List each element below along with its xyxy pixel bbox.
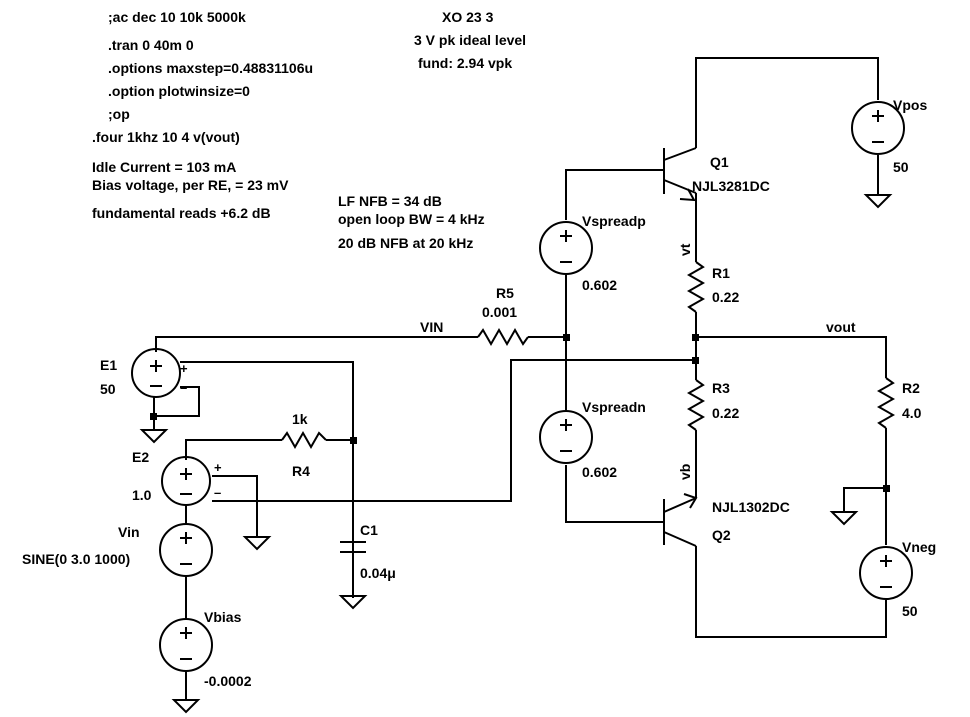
r2-name: R2 xyxy=(902,380,920,396)
net-label-vb: vb xyxy=(677,464,693,480)
e2-pin-minus: – xyxy=(214,485,221,500)
source-vbias[interactable] xyxy=(159,618,213,672)
vpos-value: 50 xyxy=(893,159,909,175)
vneg-value: 50 xyxy=(902,603,918,619)
note-open-loop: open loop BW = 4 kHz xyxy=(338,211,485,227)
note-nfb-20k: 20 dB NFB at 20 kHz xyxy=(338,235,473,251)
e2-value: 1.0 xyxy=(132,487,152,503)
junction-vin xyxy=(563,334,570,341)
ground-symbols xyxy=(139,194,893,714)
junction-feedback xyxy=(692,357,699,364)
r4-value: 1k xyxy=(292,411,308,427)
q2-name: Q2 xyxy=(712,527,731,543)
note-level: 3 V pk ideal level xyxy=(414,32,526,48)
r1-value: 0.22 xyxy=(712,289,739,305)
note-lf-nfb: LF NFB = 34 dB xyxy=(338,193,442,209)
c1-name: C1 xyxy=(360,522,378,538)
junction-r4-c1 xyxy=(350,437,357,444)
ground-c1 xyxy=(338,595,368,610)
e2-name: E2 xyxy=(132,449,149,465)
vbias-name: Vbias xyxy=(204,609,242,625)
directive-tran: .tran 0 40m 0 xyxy=(108,37,194,53)
vpos-name: Vpos xyxy=(893,97,927,113)
source-vneg[interactable] xyxy=(859,546,913,600)
resistor-r3[interactable] xyxy=(686,379,706,431)
c1-value: 0.04μ xyxy=(360,565,396,581)
ground-e2 xyxy=(242,536,272,551)
vspreadp-name: Vspreadp xyxy=(582,213,646,229)
vin-value: SINE(0 3.0 1000) xyxy=(22,551,130,567)
r3-name: R3 xyxy=(712,380,730,396)
note-idle-current: Idle Current = 103 mA xyxy=(92,159,236,175)
source-vin[interactable] xyxy=(159,523,213,577)
vin-name: Vin xyxy=(118,524,140,540)
resistor-r1[interactable] xyxy=(686,261,706,313)
vneg-name: Vneg xyxy=(902,539,936,555)
junction-e1-ground xyxy=(150,413,157,420)
e1-value: 50 xyxy=(100,381,116,397)
source-vspreadn[interactable] xyxy=(539,410,593,464)
ground-vpos xyxy=(863,194,893,209)
source-e1[interactable] xyxy=(131,348,181,398)
note-bias-voltage: Bias voltage, per RE, = 23 mV xyxy=(92,177,289,193)
note-xo-title: XO 23 3 xyxy=(442,9,494,25)
ground-vbias xyxy=(171,699,201,714)
directive-op: ;op xyxy=(108,106,130,122)
directive-ac: ;ac dec 10 10k 5000k xyxy=(108,9,246,25)
vspreadn-value: 0.602 xyxy=(582,464,617,480)
q2-model: NJL1302DC xyxy=(712,499,790,515)
vspreadn-name: Vspreadn xyxy=(582,399,646,415)
transistor-q2[interactable] xyxy=(648,493,698,547)
q1-name: Q1 xyxy=(710,154,729,170)
directive-option-plot: .option plotwinsize=0 xyxy=(108,83,250,99)
ground-vneg-junction xyxy=(829,511,859,526)
e2-pin-plus: + xyxy=(214,460,222,475)
net-label-vin: VIN xyxy=(420,319,443,335)
junctions xyxy=(150,334,890,492)
ground-e1 xyxy=(139,429,169,444)
transistor-q1[interactable] xyxy=(648,147,697,202)
source-vpos[interactable] xyxy=(851,101,905,155)
vspreadp-value: 0.602 xyxy=(582,277,617,293)
r3-value: 0.22 xyxy=(712,405,739,421)
capacitor-c1[interactable] xyxy=(340,541,366,553)
r5-value: 0.001 xyxy=(482,304,517,320)
source-e2[interactable] xyxy=(161,456,211,506)
net-label-vout: vout xyxy=(826,319,856,335)
r4-name: R4 xyxy=(292,463,310,479)
note-fund: fund: 2.94 vpk xyxy=(418,55,512,71)
resistor-r4[interactable] xyxy=(281,430,327,450)
e1-pin-minus: – xyxy=(180,380,187,395)
e1-name: E1 xyxy=(100,357,117,373)
directive-options: .options maxstep=0.48831106u xyxy=(108,60,313,76)
e1-pin-plus: + xyxy=(180,361,188,376)
note-fundamental: fundamental reads +6.2 dB xyxy=(92,205,271,221)
directive-four: .four 1khz 10 4 v(vout) xyxy=(92,129,240,145)
r1-name: R1 xyxy=(712,265,730,281)
vbias-value: -0.0002 xyxy=(204,673,252,689)
r5-name: R5 xyxy=(496,285,514,301)
net-label-vt: vt xyxy=(677,243,693,256)
junction-vneg xyxy=(883,485,890,492)
source-vspreadp[interactable] xyxy=(539,221,593,275)
junction-vout xyxy=(692,334,699,341)
wires xyxy=(153,57,887,700)
resistor-r5[interactable] xyxy=(477,327,529,347)
q1-model: NJL3281DC xyxy=(692,178,770,194)
resistor-r2[interactable] xyxy=(876,377,896,429)
r2-value: 4.0 xyxy=(902,405,922,421)
